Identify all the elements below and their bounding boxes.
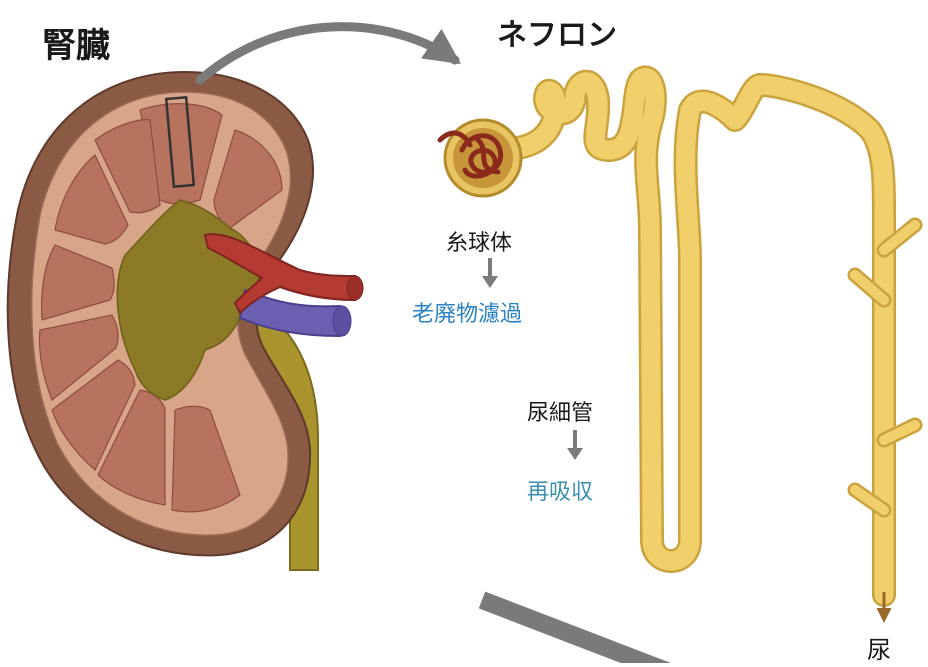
glomerulus-icon <box>440 120 521 196</box>
diagonal-divider <box>482 600 690 663</box>
glomerulus-function: 老廃物濾過 <box>412 296 522 328</box>
kidney-cross-section <box>8 72 363 570</box>
curved-arrow-icon <box>200 27 455 80</box>
tubule-function: 再吸収 <box>527 474 593 506</box>
nephron-tubule <box>495 77 884 595</box>
urine-label: 尿 <box>867 630 891 665</box>
down-arrow-icon <box>482 258 498 288</box>
tubule-label: 尿細管 <box>527 395 593 427</box>
nephron <box>495 77 915 595</box>
glomerulus-label: 糸球体 <box>446 225 512 257</box>
kidney-title: 腎臓 <box>42 18 110 67</box>
nephron-title: ネフロン <box>497 10 617 54</box>
down-arrow-icon <box>567 430 583 460</box>
